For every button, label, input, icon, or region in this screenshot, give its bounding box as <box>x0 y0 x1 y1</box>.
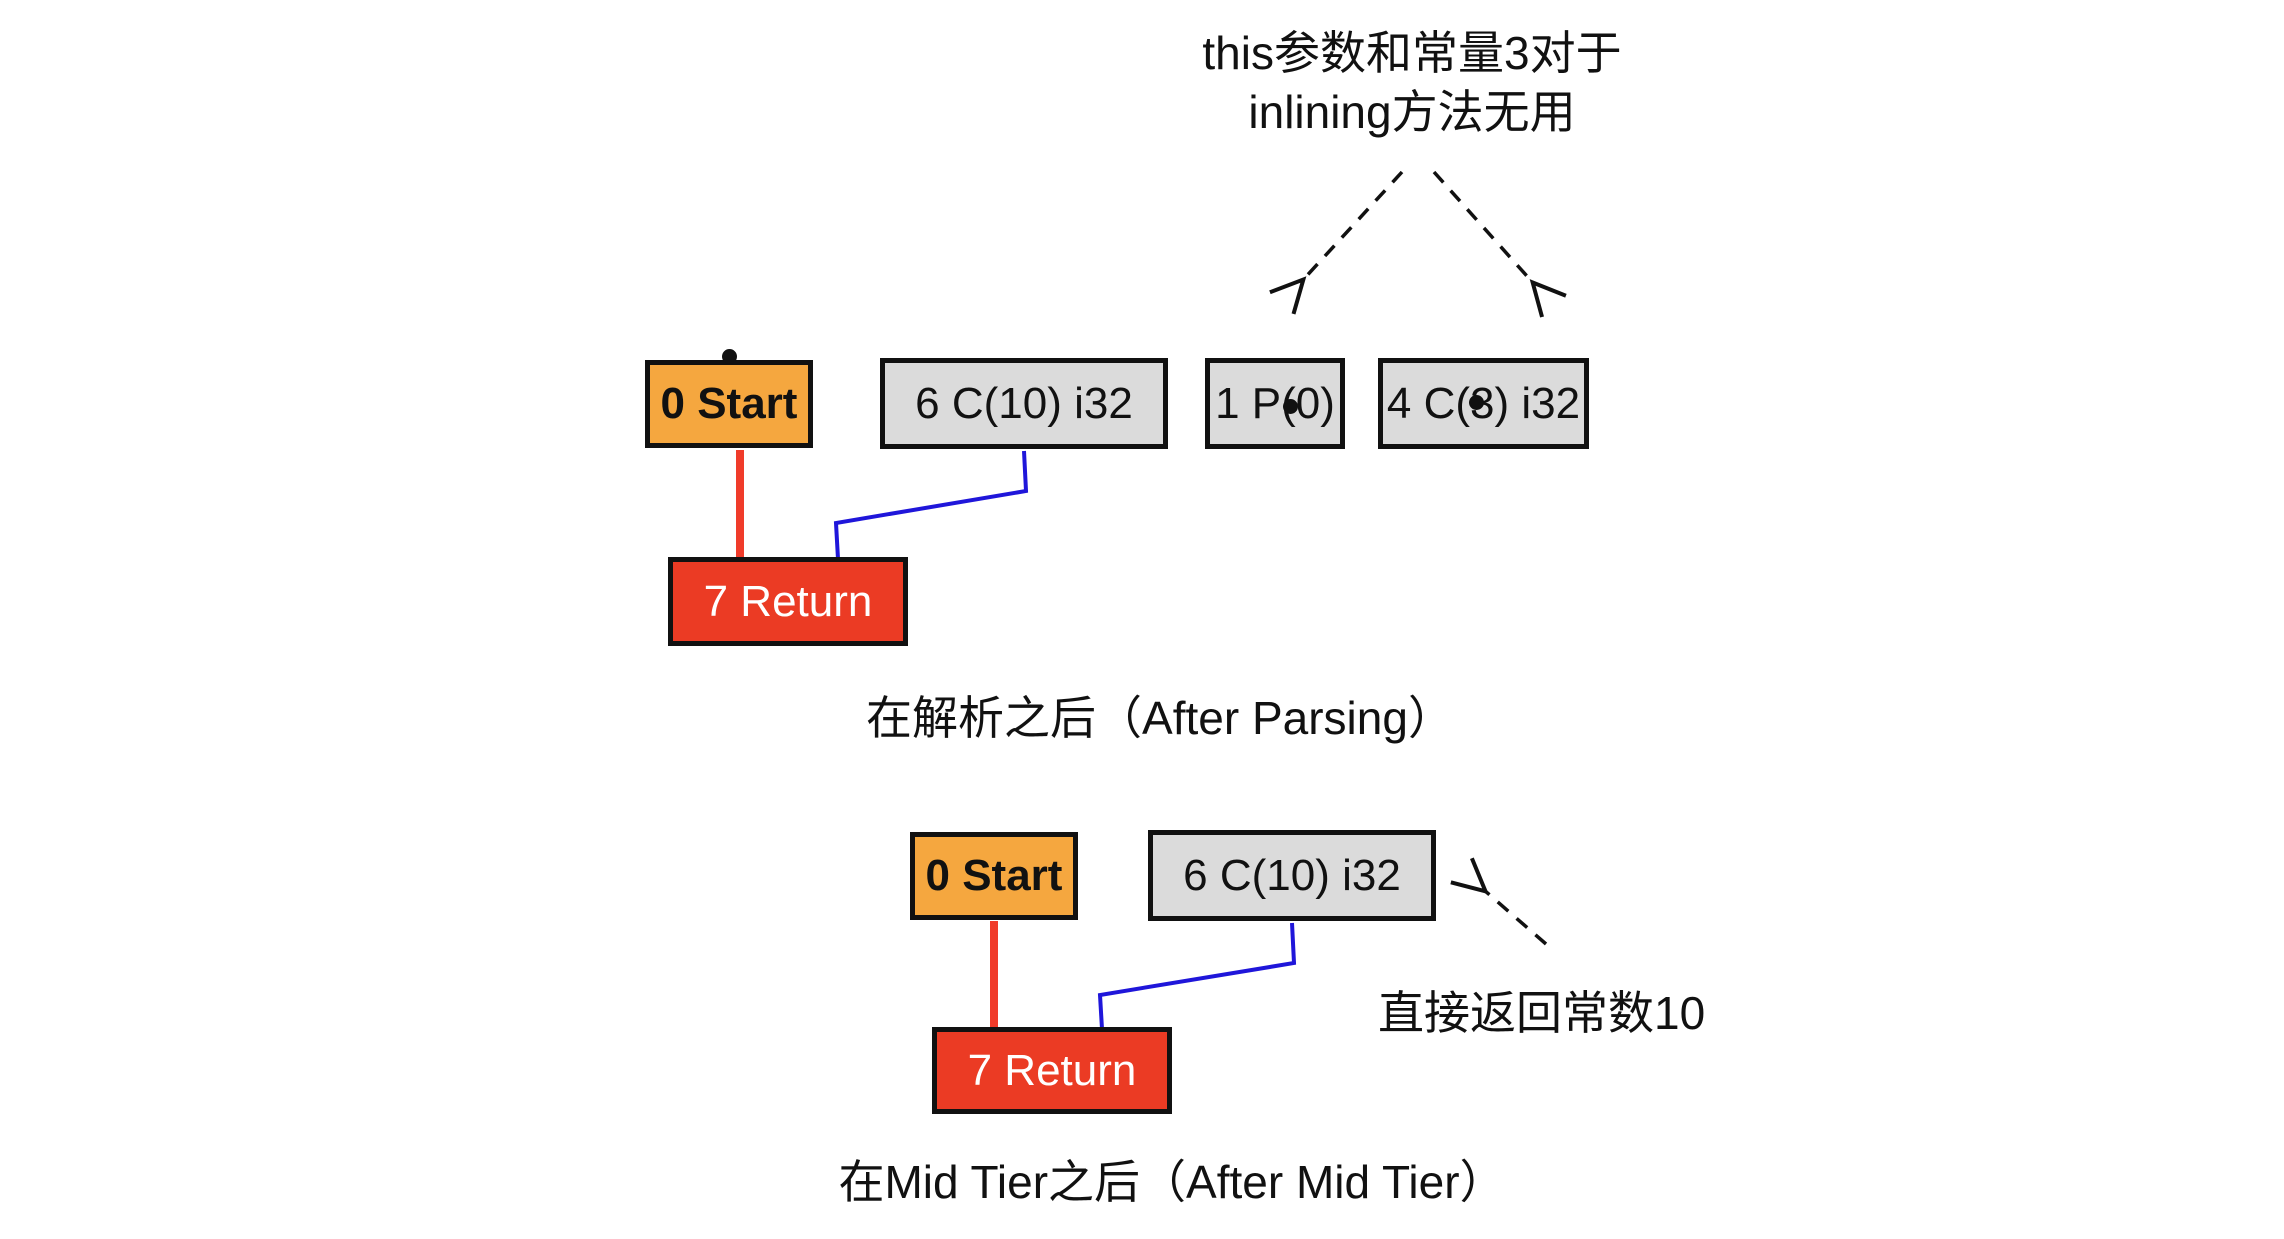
node-label: 7 Return <box>703 576 873 626</box>
anchor-dot-start-top <box>722 349 737 364</box>
caption-text: 在解析之后（After Parsing） <box>866 692 1454 744</box>
caption-after-parsing: 在解析之后（After Parsing） <box>710 682 1610 748</box>
data-edge-const10-return-midtier <box>1097 922 1297 1030</box>
node-const10-parsing: 6 C(10) i32 <box>880 358 1168 449</box>
annotation-arrow-to-const10 <box>1450 857 1548 946</box>
caption-after-midtier: 在Mid Tier之后（After Mid Tier） <box>722 1146 1622 1212</box>
node-return-parsing: 7 Return <box>668 557 908 646</box>
annotation-inlining-line2: inlining方法无用 <box>1248 85 1576 138</box>
annotation-inlining-line1: this参数和常量3对于 <box>1202 27 1622 79</box>
node-param-this-parsing: 1 P(0) <box>1205 358 1345 449</box>
node-label: 0 Start <box>925 851 1063 900</box>
node-label: 0 Start <box>660 379 798 428</box>
node-return-midtier: 7 Return <box>932 1027 1172 1114</box>
node-start-parsing: 0 Start <box>645 360 813 448</box>
annotation-return-constant-note: 直接返回常数10 <box>1378 984 1705 1043</box>
node-label: 1 P(0) <box>1215 378 1335 428</box>
annotation-arrow-to-param <box>1269 170 1404 315</box>
annotation-arrow-to-const3 <box>1432 170 1567 318</box>
data-edge-const10-return-parsing <box>833 450 1029 560</box>
annotation-text: 直接返回常数10 <box>1378 987 1706 1039</box>
caption-text: 在Mid Tier之后（After Mid Tier） <box>838 1156 1506 1208</box>
node-label: 6 C(10) i32 <box>915 378 1133 428</box>
annotation-inlining-note: this参数和常量3对于 inlining方法无用 <box>1012 24 1812 142</box>
node-label: 7 Return <box>967 1045 1137 1095</box>
node-const10-midtier: 6 C(10) i32 <box>1148 830 1436 921</box>
anchor-dot-const3 <box>1469 395 1484 410</box>
node-label: 6 C(10) i32 <box>1183 850 1401 900</box>
anchor-dot-param <box>1283 399 1298 414</box>
node-start-midtier: 0 Start <box>910 832 1078 920</box>
